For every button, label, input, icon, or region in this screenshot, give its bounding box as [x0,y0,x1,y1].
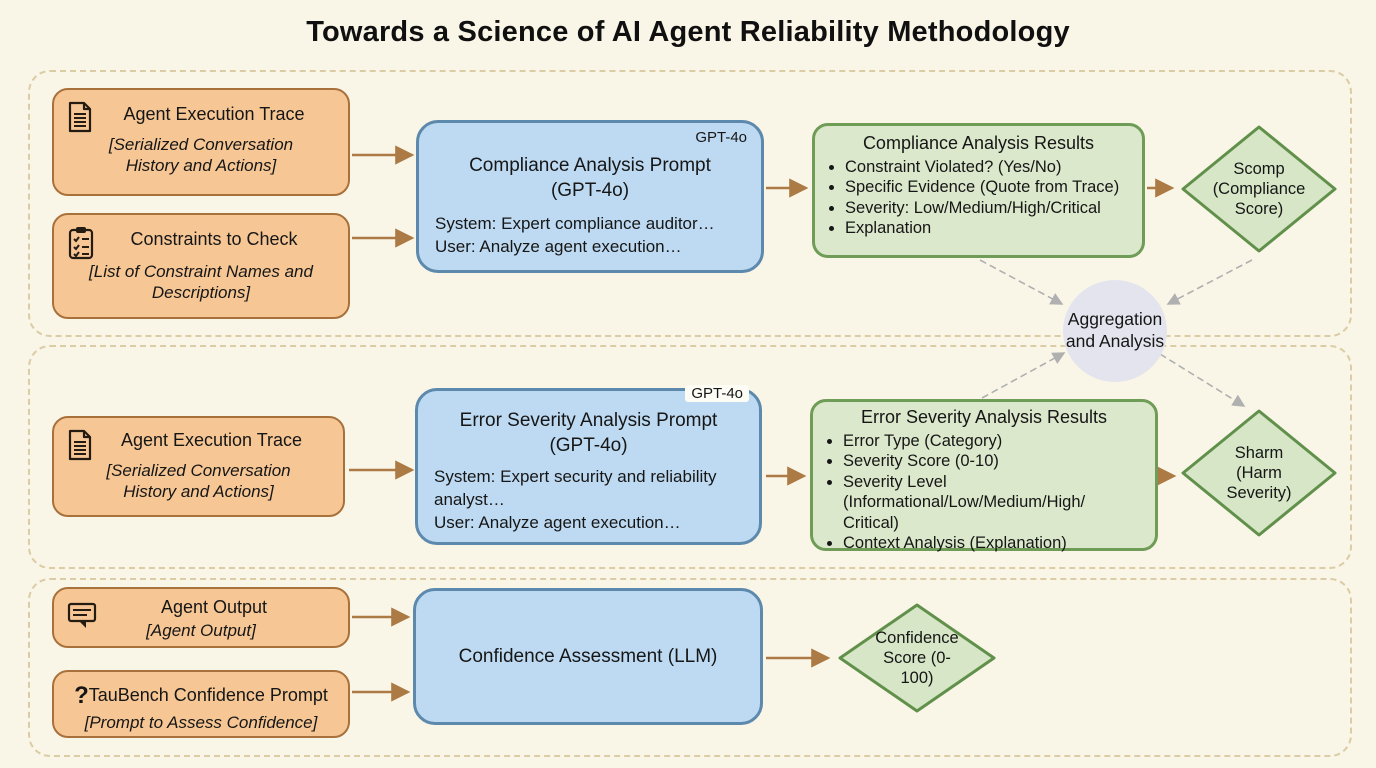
prompt-title: Error Severity Analysis Prompt [459,410,718,431]
input-title: Constraints to Check [130,229,298,249]
input-title: Agent Execution Trace [120,430,303,450]
results-item: Error Type (Category) [843,431,1155,451]
section-error-severity [28,345,1352,569]
results-item: Constraint Violated? (Yes/No) [845,157,1142,177]
confidence-assessment-box: Confidence Assessment (LLM) [413,588,763,725]
model-badge: GPT-4o [685,385,749,402]
section-confidence [28,578,1352,757]
score-label: Confidence Score (0-100) [875,628,959,688]
arrow-severity-results-to-aggregation [981,352,1066,399]
harm-severity-diamond: Sharm (Harm Severity) [1180,408,1338,538]
arrow-aggregation-to-harm-score [1159,353,1246,407]
compliance-results-box: Compliance Analysis Results Constraint V… [812,123,1145,258]
question-mark-icon: ? [74,682,89,709]
aggregation-circle: Aggregation and Analysis [1063,280,1167,382]
input-subtitle: [Prompt to Assess Confidence] [84,713,318,732]
confidence-score-diamond: Confidence Score (0-100) [837,602,997,714]
input-subtitle: [Serialized Conversation History and Act… [108,134,294,175]
input-subtitle: [Serialized Conversation History and Act… [106,460,291,501]
compliance-analysis-prompt-box: GPT-4o Compliance Analysis Prompt (GPT-4… [416,120,764,273]
results-list: Constraint Violated? (Yes/No) Specific E… [815,157,1142,239]
agent-output-box: Agent Output [Agent Output] [52,587,350,648]
results-title: Compliance Analysis Results [862,133,1095,153]
constraints-to-check-box: Constraints to Check [List of Constraint… [52,213,350,319]
input-subtitle: [List of Constraint Names and Descriptio… [89,261,313,302]
prompt-line: User: Analyze agent execution… [434,513,681,533]
results-item: Explanation [845,218,1142,238]
agent-execution-trace-box: Agent Execution Trace [Serialized Conver… [52,88,350,196]
prompt-line: User: Analyze agent execution… [435,237,682,257]
diagram-title: Towards a Science of AI Agent Reliabilit… [306,16,1070,48]
taubench-confidence-prompt-box: ?TauBench Confidence Prompt [Prompt to A… [52,670,350,738]
document-icon [67,429,93,466]
prompt-line: System: Expert compliance auditor… [435,214,715,234]
arrow-compliance-score-to-aggregation [1166,259,1253,305]
prompt-title: Confidence Assessment (LLM) [458,645,718,667]
results-list: Error Type (Category) Severity Score (0-… [813,431,1155,554]
prompt-model: (GPT-4o) [549,435,628,457]
results-title: Error Severity Analysis Results [860,407,1108,427]
input-title: Agent Execution Trace [123,104,305,124]
model-badge: GPT-4o [695,129,747,146]
results-item: Context Analysis (Explanation) [843,533,1155,553]
prompt-line: System: Expert security and reliability … [434,467,717,510]
score-label: Sharm (Harm Severity) [1226,443,1292,503]
error-severity-prompt-box: GPT-4o Error Severity Analysis Prompt (G… [415,385,762,545]
agent-execution-trace-box-2: Agent Execution Trace [Serialized Conver… [52,416,345,517]
checklist-icon [67,226,95,265]
compliance-score-diamond: Scomp (Compliance Score) [1180,124,1338,254]
document-icon [67,101,93,138]
results-item: Severity: Low/Medium/High/Critical [845,198,1142,218]
section-compliance [28,70,1352,337]
input-subtitle: [Agent Output] [146,620,256,640]
score-label: Scomp (Compliance Score) [1212,159,1306,219]
error-severity-results-box: Error Severity Analysis Results Error Ty… [810,399,1158,554]
results-item: Specific Evidence (Quote from Trace) [845,177,1142,197]
aggregation-label: Aggregation and Analysis [1065,309,1165,351]
prompt-title: Compliance Analysis Prompt [469,155,711,176]
arrow-compliance-results-to-aggregation [979,259,1064,305]
input-title: ?TauBench Confidence Prompt [74,682,328,709]
speech-bubble-icon [67,602,97,635]
results-item: Severity Level (Informational/Low/Medium… [843,472,1155,533]
prompt-model: (GPT-4o) [550,180,630,202]
results-item: Severity Score (0-10) [843,451,1155,471]
input-title: Agent Output [160,597,268,617]
